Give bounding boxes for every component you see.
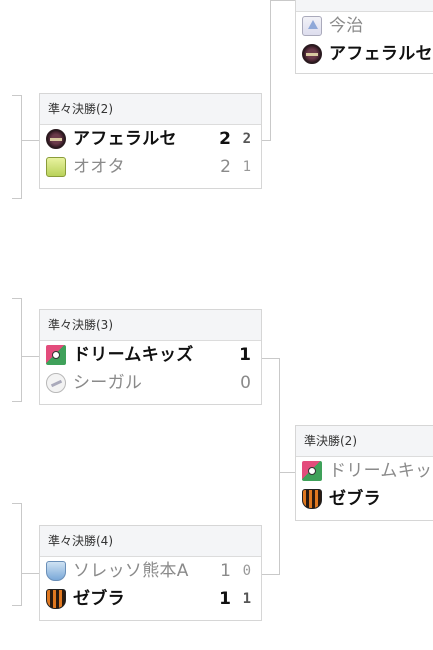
team-score: 2 <box>220 157 231 177</box>
team-name: 今治 <box>329 16 364 36</box>
team-score: 2 <box>219 129 231 149</box>
team-row[interactable]: アフェラルセ 2 2 <box>40 125 261 153</box>
dream-kids-emblem-icon <box>302 461 322 481</box>
bracket-connector <box>262 574 280 575</box>
bracket-connector <box>270 0 295 1</box>
team-name: アフェラルセ <box>73 129 177 149</box>
team-name: アフェラルセ <box>329 44 433 64</box>
bracket-connector <box>12 401 22 402</box>
team-name: ゼブラ <box>73 589 125 609</box>
afelarse-emblem-icon <box>302 44 322 64</box>
semifinal-2-card[interactable]: 準決勝(2) ドリームキッズ ゼブラ <box>295 425 433 521</box>
match-title: 準決勝(2) <box>296 426 433 457</box>
seagull-emblem-icon <box>46 373 66 393</box>
match-title: 準々決勝(3) <box>40 310 261 341</box>
bracket-connector <box>21 298 22 401</box>
penalty-score: 1 <box>242 591 251 607</box>
team-row[interactable]: ドリームキッズ <box>296 457 433 485</box>
team-name: オオタ <box>73 157 125 177</box>
team-name: ゼブラ <box>329 489 381 509</box>
team-row[interactable]: ゼブラ 1 1 <box>40 585 261 613</box>
team-row[interactable]: ドリームキッズ 1 <box>40 341 261 369</box>
team-row[interactable]: シーガル 0 <box>40 369 261 397</box>
team-row[interactable]: オオタ 2 1 <box>40 153 261 181</box>
team-name: ドリームキッズ <box>73 345 194 365</box>
soleil-kumamoto-emblem-icon <box>46 561 66 581</box>
penalty-score: 0 <box>242 563 251 579</box>
quarterfinal-2-card[interactable]: 準々決勝(2) アフェラルセ 2 2 オオタ 2 1 <box>39 93 262 189</box>
team-score: 1 <box>220 561 231 581</box>
bracket-connector <box>12 95 22 96</box>
team-score: 1 <box>219 589 231 609</box>
oota-emblem-icon <box>46 157 66 177</box>
bracket-connector <box>270 0 271 140</box>
team-name: ドリームキッズ <box>329 461 433 481</box>
dream-kids-emblem-icon <box>46 345 66 365</box>
team-name: シーガル <box>73 373 143 393</box>
team-row[interactable]: アフェラルセ <box>296 40 433 68</box>
bracket-connector <box>279 358 280 574</box>
team-score: 0 <box>240 373 251 393</box>
penalty-score: 1 <box>242 159 251 175</box>
match-title: 準々決勝(2) <box>40 94 261 125</box>
bracket-connector <box>21 356 39 357</box>
team-name: ソレッソ熊本A <box>73 561 189 581</box>
bracket-connector <box>21 140 39 141</box>
bracket-connector <box>21 503 22 605</box>
bracket-connector <box>262 140 271 141</box>
bracket-connector <box>12 503 22 504</box>
imabari-emblem-icon <box>302 16 322 36</box>
penalty-score: 2 <box>242 131 251 147</box>
team-row[interactable]: 今治 <box>296 12 433 40</box>
bracket-connector <box>12 605 22 606</box>
bracket-connector <box>262 358 280 359</box>
semifinal-1-card[interactable]: 今治 アフェラルセ <box>295 0 433 74</box>
bracket-connector <box>21 95 22 198</box>
bracket-connector <box>12 298 22 299</box>
afelarse-emblem-icon <box>46 129 66 149</box>
bracket-connector <box>279 472 295 473</box>
quarterfinal-4-card[interactable]: 準々決勝(4) ソレッソ熊本A 1 0 ゼブラ 1 1 <box>39 525 262 621</box>
bracket-connector <box>21 573 39 574</box>
match-title: 準々決勝(4) <box>40 526 261 557</box>
team-score: 1 <box>239 345 251 365</box>
zebra-emblem-icon <box>46 589 66 609</box>
team-row[interactable]: ゼブラ <box>296 485 433 513</box>
quarterfinal-3-card[interactable]: 準々決勝(3) ドリームキッズ 1 シーガル 0 <box>39 309 262 405</box>
bracket-connector <box>12 198 22 199</box>
zebra-emblem-icon <box>302 489 322 509</box>
team-row[interactable]: ソレッソ熊本A 1 0 <box>40 557 261 585</box>
